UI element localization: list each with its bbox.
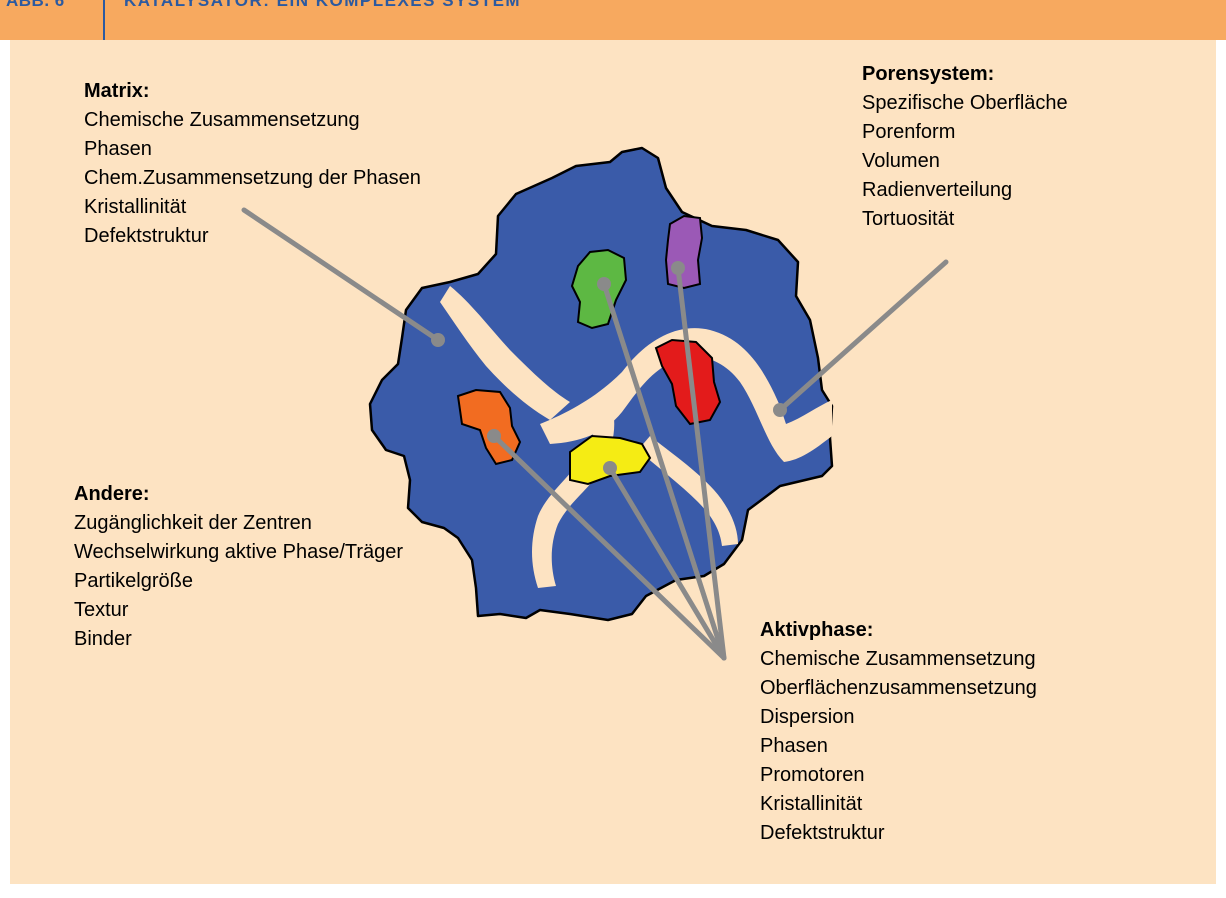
connector-dot-purple [671,261,685,275]
connector-dot-orange [487,429,501,443]
header-divider [103,0,105,40]
figure-label: ABB. 6 [6,0,65,11]
matrix-item: Phasen [84,135,421,164]
aktivphase-item: Promotoren [760,761,1037,790]
aktivphase-item: Phasen [760,732,1037,761]
aktivphase-item: Defektstruktur [760,819,1037,848]
porensystem-item: Porenform [862,118,1068,147]
porensystem-item: Volumen [862,147,1068,176]
andere-heading: Andere: [74,480,403,509]
andere-label-block: Andere: Zugänglichkeit der Zentren Wechs… [74,480,403,654]
andere-item: Textur [74,596,403,625]
connector-dot-yellow [603,461,617,475]
andere-item: Wechselwirkung aktive Phase/Träger [74,538,403,567]
porensystem-item: Spezifische Oberfläche [862,89,1068,118]
matrix-item: Chemische Zusammensetzung [84,106,421,135]
connector-dot-green [597,277,611,291]
matrix-item: Chem.Zusammensetzung der Phasen [84,164,421,193]
porensystem-label-block: Porensystem: Spezifische Oberfläche Pore… [862,60,1068,234]
matrix-item: Defektstruktur [84,222,421,251]
matrix-item: Kristallinität [84,193,421,222]
matrix-heading: Matrix: [84,77,421,106]
aktivphase-label-block: Aktivphase: Chemische Zusammensetzung Ob… [760,616,1037,848]
connector-dot-matrix [431,333,445,347]
andere-item: Zugänglichkeit der Zentren [74,509,403,538]
aktivphase-item: Chemische Zusammensetzung [760,645,1037,674]
diagram-canvas: Matrix: Chemische Zusammensetzung Phasen… [10,40,1216,884]
aktivphase-item: Dispersion [760,703,1037,732]
andere-item: Binder [74,625,403,654]
porensystem-heading: Porensystem: [862,60,1068,89]
matrix-label-block: Matrix: Chemische Zusammensetzung Phasen… [84,77,421,251]
connector-dot-pore [773,403,787,417]
active-phase-purple [666,216,702,288]
figure-title: KATALYSATOR: EIN KOMPLEXES SYSTEM [124,0,521,11]
aktivphase-item: Oberflächenzusammensetzung [760,674,1037,703]
aktivphase-item: Kristallinität [760,790,1037,819]
porensystem-item: Tortuosität [862,205,1068,234]
header-bar: ABB. 6 KATALYSATOR: EIN KOMPLEXES SYSTEM [0,0,1226,40]
aktivphase-heading: Aktivphase: [760,616,1037,645]
porensystem-item: Radienverteilung [862,176,1068,205]
andere-item: Partikelgröße [74,567,403,596]
